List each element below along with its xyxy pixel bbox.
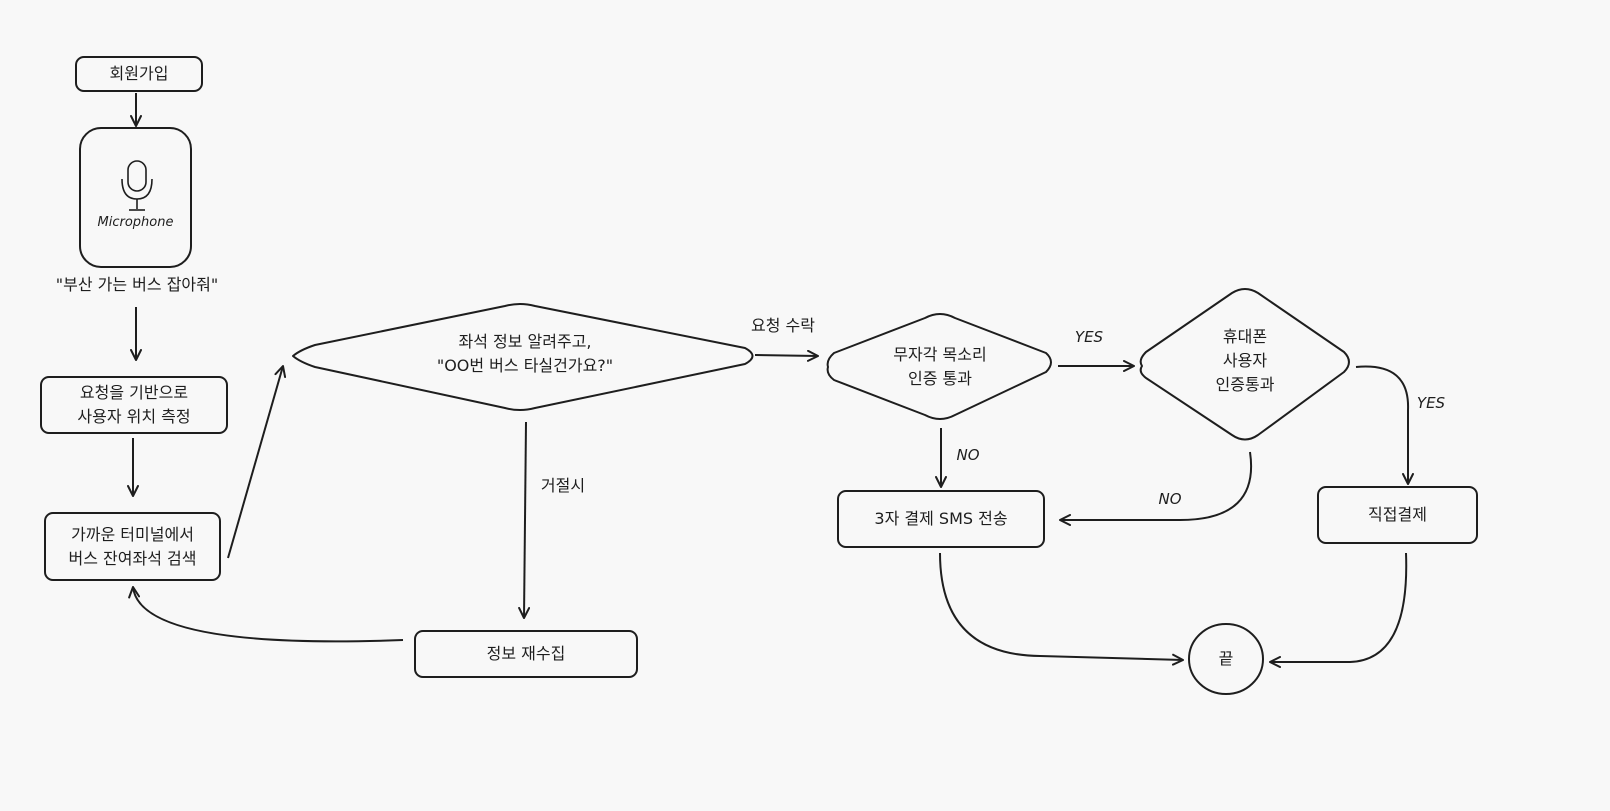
voice-auth-label: 무자각 목소리 인증 통과 [893, 345, 987, 388]
edge-label-voice-no-text: NO [956, 446, 980, 464]
signup-box: 회원가입 [75, 56, 203, 92]
sms-payment-label: 3자 결제 SMS 전송 [874, 509, 1008, 528]
recollect-label: 정보 재수집 [486, 644, 566, 663]
recollect-box: 정보 재수집 [414, 630, 638, 678]
decision-confirm-seat-shape [292, 303, 754, 411]
phone-auth-label: 휴대폰 사용자 인증통과 [1215, 327, 1275, 394]
edge-label-phone-no-text: NO [1158, 490, 1182, 508]
edge-label-phone-yes: YES [1406, 392, 1456, 414]
search-seats-label: 가까운 터미널에서 버스 잔여좌석 검색 [68, 524, 197, 568]
arrow-confirm-to-recollect [518, 421, 531, 619]
signup-label: 회원가입 [109, 64, 169, 83]
arrow-sms-to-end [939, 552, 1184, 666]
edge-label-voice-yes: YES [1064, 326, 1114, 348]
arrow-phone-auth-to-sms [1059, 451, 1253, 526]
microphone-icon [121, 160, 153, 211]
confirm-seat-label: 좌석 정보 알려주고, "OO번 버스 타실건가요?" [436, 332, 614, 375]
voice-request-text: "부산 가는 버스 잡아줘" [30, 272, 244, 298]
sms-payment-box: 3자 결제 SMS 전송 [837, 490, 1045, 548]
microphone-card: Microphone [79, 127, 192, 268]
edge-label-voice-no: NO [948, 444, 988, 466]
arrow-direct-to-end [1269, 552, 1408, 668]
edge-label-reject-text: 거절시 [540, 476, 586, 495]
end-circle-shape [1188, 623, 1264, 695]
arrow-phone-auth-to-direct [1355, 365, 1414, 485]
end-label: 끝 [1218, 649, 1234, 668]
arrow-search-to-confirm [227, 365, 287, 559]
edge-label-accept-text: 요청 수락 [751, 316, 815, 335]
end-node: 끝 [1190, 644, 1262, 674]
voice-auth-text: 무자각 목소리 인증 통과 [860, 340, 1020, 394]
edge-label-phone-yes-text: YES [1416, 394, 1446, 412]
edge-label-accept: 요청 수락 [736, 314, 830, 338]
direct-payment-label: 직접결제 [1368, 505, 1427, 524]
arrow-recollect-to-search [128, 586, 404, 643]
confirm-seat-text: 좌석 정보 알려주고, "OO번 버스 타실건가요?" [380, 326, 670, 382]
edge-label-reject: 거절시 [528, 474, 598, 498]
measure-location-box: 요청을 기반으로 사용자 위치 측정 [40, 376, 228, 434]
direct-payment-box: 직접결제 [1317, 486, 1478, 544]
phone-auth-text: 휴대폰 사용자 인증통과 [1180, 322, 1310, 400]
decision-voice-auth-shape [826, 313, 1052, 420]
microphone-caption: Microphone [97, 215, 174, 230]
edge-label-phone-no: NO [1150, 488, 1190, 510]
voice-request-label: "부산 가는 버스 잡아줘" [55, 275, 219, 294]
edge-label-voice-yes-text: YES [1074, 328, 1104, 346]
arrow-confirm-to-voice-auth [754, 349, 819, 362]
measure-location-label: 요청을 기반으로 사용자 위치 측정 [77, 383, 191, 426]
decision-phone-auth-shape [1139, 288, 1350, 441]
search-seats-box: 가까운 터미널에서 버스 잔여좌석 검색 [44, 512, 221, 581]
